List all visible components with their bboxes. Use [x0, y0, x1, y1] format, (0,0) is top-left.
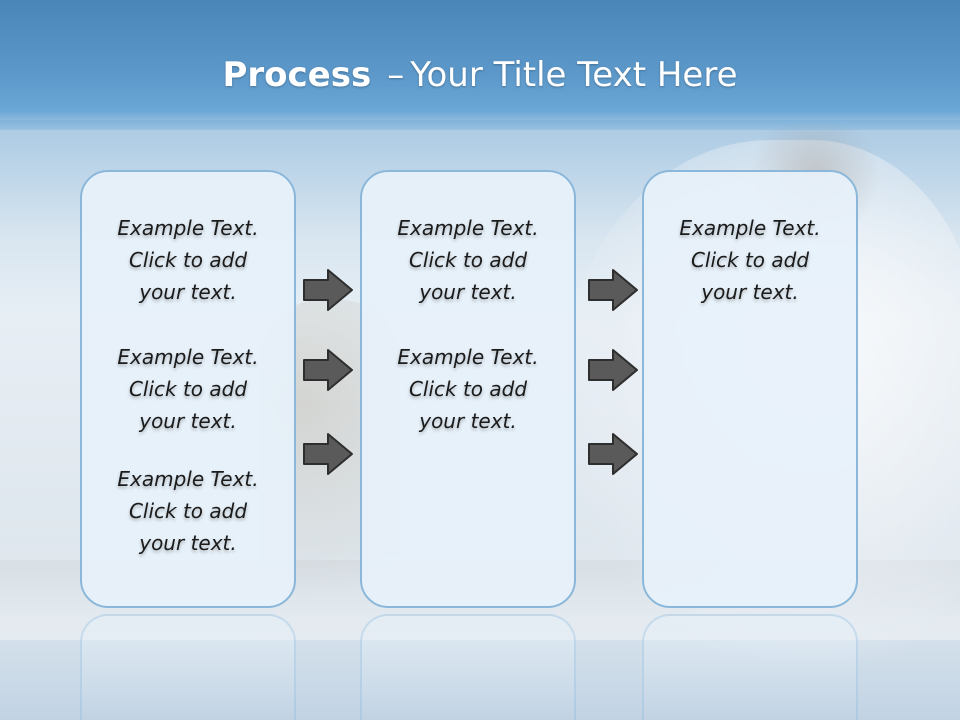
- title-bold-word: Process: [222, 55, 372, 95]
- box-reflection-2: [360, 614, 576, 720]
- text-line: your text.: [419, 280, 517, 304]
- text-line: your text.: [701, 280, 799, 304]
- text-line: Example Text.: [397, 345, 539, 369]
- text-placeholder[interactable]: Example Text. Click to add your text.: [82, 463, 294, 559]
- right-arrow-icon: [588, 433, 638, 475]
- text-line: Example Text.: [397, 216, 539, 240]
- title-bar: Process–Your Title Text Here: [0, 0, 960, 130]
- text-line: your text.: [139, 280, 237, 304]
- text-line: your text.: [139, 531, 237, 555]
- text-placeholder[interactable]: Example Text. Click to add your text.: [644, 212, 856, 308]
- text-line: your text.: [139, 409, 237, 433]
- text-placeholder[interactable]: Example Text. Click to add your text.: [362, 212, 574, 308]
- right-arrow-icon: [588, 349, 638, 391]
- text-line: Click to add: [408, 248, 528, 272]
- right-arrow-icon: [588, 269, 638, 311]
- process-box-2[interactable]: Example Text. Click to add your text. Ex…: [360, 170, 576, 608]
- title-dash: –: [387, 55, 405, 95]
- text-line: Example Text.: [117, 467, 259, 491]
- text-line: Example Text.: [117, 216, 259, 240]
- right-arrow-icon: [303, 349, 353, 391]
- text-line: your text.: [419, 409, 517, 433]
- text-placeholder[interactable]: Example Text. Click to add your text.: [82, 212, 294, 308]
- text-placeholder[interactable]: Example Text. Click to add your text.: [362, 341, 574, 437]
- right-arrow-icon: [303, 433, 353, 475]
- text-line: Click to add: [128, 499, 248, 523]
- text-line: Click to add: [690, 248, 810, 272]
- box-reflection-3: [642, 614, 858, 720]
- text-placeholder[interactable]: Example Text. Click to add your text.: [82, 341, 294, 437]
- title-text: Your Title Text Here: [410, 55, 738, 95]
- text-line: Click to add: [128, 248, 248, 272]
- text-line: Click to add: [408, 377, 528, 401]
- process-box-3[interactable]: Example Text. Click to add your text.: [642, 170, 858, 608]
- right-arrow-icon: [303, 269, 353, 311]
- process-box-1[interactable]: Example Text. Click to add your text. Ex…: [80, 170, 296, 608]
- slide-title[interactable]: Process–Your Title Text Here: [0, 52, 960, 98]
- text-line: Example Text.: [117, 345, 259, 369]
- text-line: Click to add: [128, 377, 248, 401]
- box-reflection-1: [80, 614, 296, 720]
- text-line: Example Text.: [679, 216, 821, 240]
